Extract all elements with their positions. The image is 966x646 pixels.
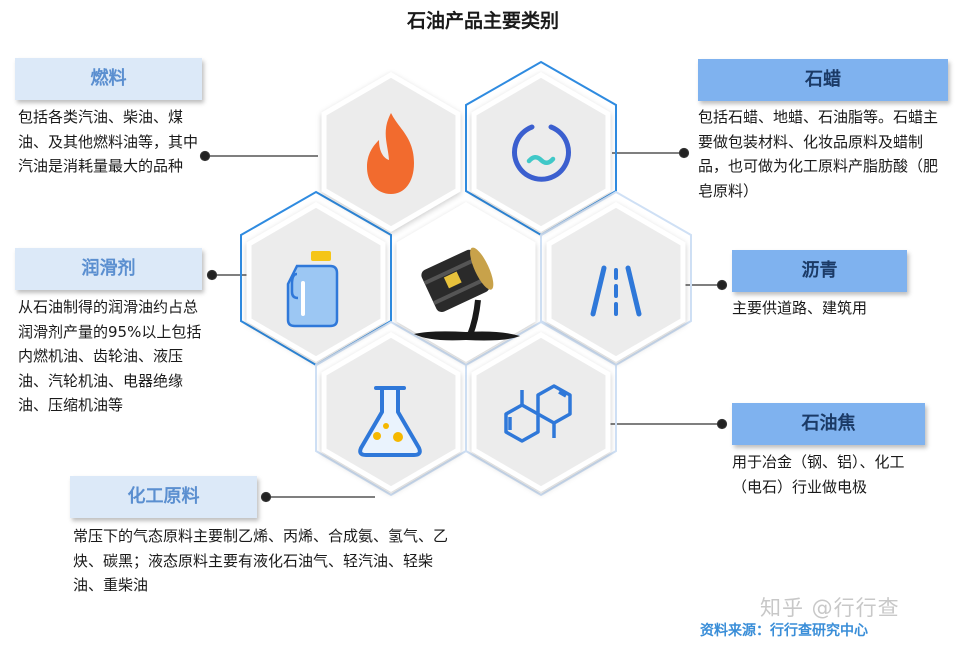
hex-asphalt xyxy=(546,202,686,362)
molecule-icon xyxy=(504,384,572,443)
watermark: 知乎 @行行查 xyxy=(760,596,900,620)
desc-wax: 包括石蜡、地蜡、石油脂等。石蜡主要做包装材料、化妆品原料及蜡制品，也可做为化工原… xyxy=(698,108,939,200)
label-wax: 石蜡 xyxy=(698,59,948,101)
desc-lubricant: 从石油制得的润滑油约占总润滑剂产量的95%以上包括内燃机油、齿轮油、液压油、汽轮… xyxy=(18,298,202,414)
desc-chemical: 常压下的气态原料主要制乙烯、丙烯、合成氨、氢气、乙炔、碳黑；液态原料主要有液化石… xyxy=(73,527,449,594)
desc-coke: 用于冶金（钢、铝）、化工（电石）行业做电极 xyxy=(732,453,905,496)
hex-wax xyxy=(471,72,611,232)
desc-asphalt: 主要供道路、建筑用 xyxy=(732,299,868,317)
flame-icon xyxy=(367,113,414,194)
wax-icon xyxy=(512,124,571,182)
label-lubricant: 润滑剂 xyxy=(15,248,202,290)
flask-icon xyxy=(358,386,422,457)
source-note: 资料来源：行行查研究中心 xyxy=(700,623,868,639)
label-fuel: 燃料 xyxy=(15,58,202,100)
label-chemical: 化工原料 xyxy=(70,476,257,518)
label-asphalt: 沥青 xyxy=(732,250,907,292)
oil-can-icon xyxy=(286,251,339,328)
page-title: 石油产品主要类别 xyxy=(406,10,559,32)
label-coke: 石油焦 xyxy=(732,403,925,445)
oil-barrel-icon xyxy=(414,247,520,341)
desc-fuel: 包括各类汽油、柴油、煤油、及其他燃料油等，其中汽油是消耗量最大的品种 xyxy=(18,108,199,175)
hex-coke xyxy=(471,332,611,492)
road-icon xyxy=(590,265,642,317)
